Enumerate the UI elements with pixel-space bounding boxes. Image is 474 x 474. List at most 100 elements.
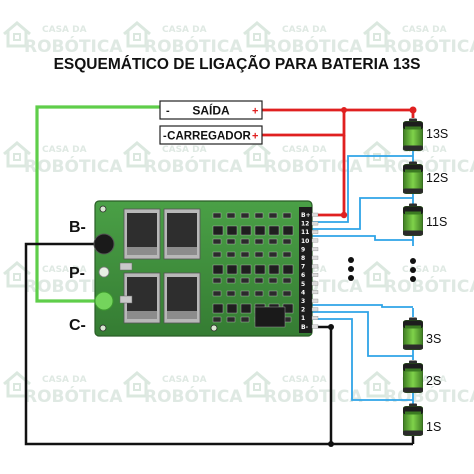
smd-part xyxy=(268,251,278,258)
smd-part xyxy=(282,225,294,236)
cell-label-3s: 3S xyxy=(426,332,441,346)
mounting-hole xyxy=(99,324,107,332)
charger-label: CARREGADOR xyxy=(167,131,251,143)
pin-label: 6 xyxy=(301,272,305,279)
ellipsis-wires xyxy=(348,257,354,281)
pin-label: 9 xyxy=(301,246,305,253)
header-pin xyxy=(311,230,319,234)
smd-part xyxy=(212,277,222,284)
battery-cell-icon xyxy=(403,317,423,350)
smd-part xyxy=(226,290,236,297)
mosfet-icon xyxy=(163,272,201,324)
cell-label-11s: 11S xyxy=(426,215,447,229)
smd-part xyxy=(212,303,224,314)
junction-charger-plus xyxy=(341,107,347,113)
smd-part xyxy=(254,277,264,284)
watermark-line1: CASA DA xyxy=(42,265,87,275)
smd-part xyxy=(240,264,252,275)
smd-part xyxy=(212,212,222,219)
battery-cell-icon xyxy=(403,360,423,393)
smd-part xyxy=(254,212,264,219)
label-c-minus: C- xyxy=(69,317,86,334)
header-pin xyxy=(311,290,319,295)
pin-label: 8 xyxy=(301,255,305,262)
header-pin xyxy=(311,298,319,303)
smd-part xyxy=(226,212,236,219)
balance-header xyxy=(299,207,312,333)
wire-balance-12 xyxy=(311,155,413,223)
junction-b-minus xyxy=(328,324,334,330)
mosfet-group xyxy=(119,208,201,324)
smd-part xyxy=(282,290,292,297)
header-pin xyxy=(311,307,319,312)
pin-label: 2 xyxy=(301,307,305,314)
header-pin xyxy=(311,238,319,243)
smd-part xyxy=(282,238,292,245)
junction-b-plus xyxy=(340,211,348,219)
watermark-line1: CASA DA xyxy=(282,145,327,155)
pin-label: 11 xyxy=(301,229,309,236)
watermark-line1: CASA DA xyxy=(402,265,447,275)
cell-label-2s: 2S xyxy=(426,374,441,388)
header-pin xyxy=(311,281,319,286)
smd-part xyxy=(268,212,278,219)
smd-part xyxy=(282,212,292,219)
header-pin xyxy=(311,316,319,320)
output-terminal: - SAÍDA + xyxy=(159,100,263,120)
smd-part xyxy=(212,264,224,275)
pin-label: 7 xyxy=(301,264,305,271)
pin-label: 3 xyxy=(301,298,305,305)
header-pin xyxy=(311,324,319,329)
header-pin xyxy=(311,212,319,217)
mosfet-icon xyxy=(123,208,161,260)
wire-balance-1 xyxy=(311,318,413,401)
smd-part xyxy=(212,251,222,258)
header-pin xyxy=(311,247,319,252)
watermark-line2: ROBÓTICA xyxy=(264,385,363,407)
output-minus-sign: - xyxy=(166,105,170,117)
watermark-line1: CASA DA xyxy=(402,25,447,35)
junctions xyxy=(328,106,417,447)
watermark-line2: ROBÓTICA xyxy=(144,35,243,57)
watermark-line2: ROBÓTICA xyxy=(24,385,123,407)
smd-part xyxy=(212,290,222,297)
smd-part xyxy=(240,277,250,284)
smd-part xyxy=(254,290,264,297)
smd-part xyxy=(268,264,280,275)
ic-chip xyxy=(254,306,286,328)
battery-cell-icon xyxy=(403,118,423,151)
smd-part xyxy=(240,303,252,314)
smd-part xyxy=(226,303,238,314)
wire-balance-10 xyxy=(311,235,413,241)
diagram-title: ESQUEMÁTICO DE LIGAÇÃO PARA BATERIA 13S xyxy=(54,55,421,73)
capacitor-icon xyxy=(119,262,133,271)
pin-label: 1 xyxy=(301,315,305,322)
smd-part xyxy=(240,238,250,245)
pin-label: 4 xyxy=(301,289,305,296)
smd-part xyxy=(240,212,250,219)
watermark-line1: CASA DA xyxy=(42,375,87,385)
smd-part xyxy=(254,238,264,245)
cell-label-1s: 1S xyxy=(426,420,441,434)
watermark-line2: ROBÓTICA xyxy=(384,275,474,297)
pin-label: 10 xyxy=(301,238,309,245)
label-b-minus: B- xyxy=(69,219,86,236)
pin-label: B- xyxy=(301,324,309,331)
header-pin xyxy=(311,264,319,269)
pad-p-minus xyxy=(98,266,110,278)
smd-part xyxy=(254,251,264,258)
watermark-line2: ROBÓTICA xyxy=(384,385,474,407)
smd-part xyxy=(240,290,250,297)
watermark-line2: ROBÓTICA xyxy=(264,35,363,57)
smd-part xyxy=(268,290,278,297)
battery-cell-icon xyxy=(403,403,423,436)
charger-plus-sign: + xyxy=(252,131,258,143)
